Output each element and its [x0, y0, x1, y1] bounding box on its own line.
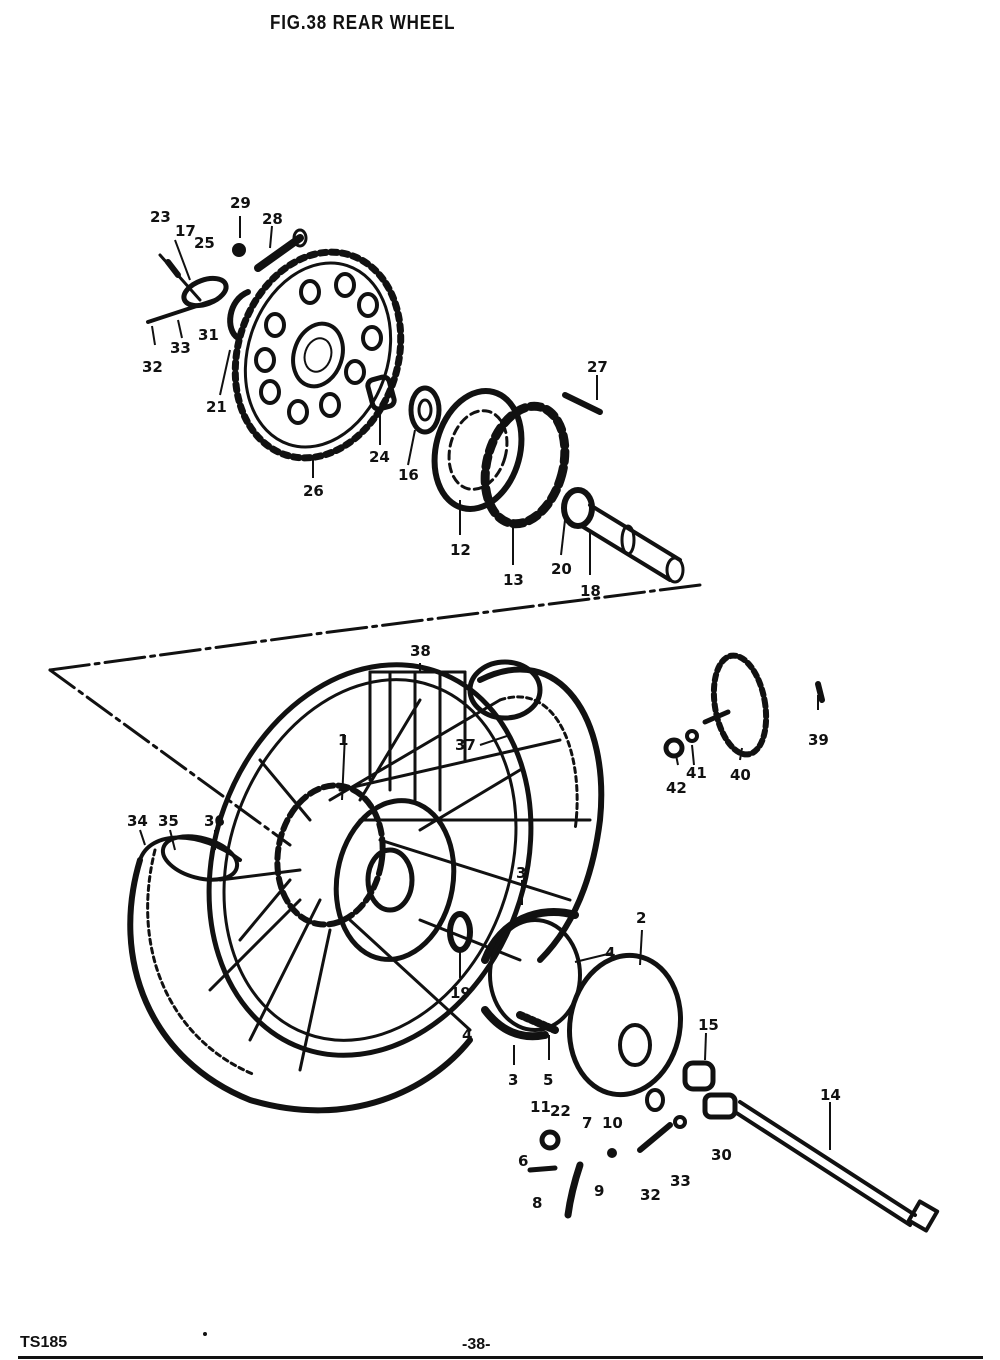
callout-9: 9: [594, 1182, 604, 1200]
callout-3-bottom: 3: [508, 1071, 518, 1089]
callout-26: 26: [303, 482, 324, 500]
callout-38: 38: [410, 642, 431, 660]
callout-7: 7: [582, 1114, 592, 1132]
callout-39: 39: [808, 731, 829, 749]
callout-21: 21: [206, 398, 227, 416]
callout-24: 24: [369, 448, 390, 466]
callout-2: 2: [636, 909, 646, 927]
callout-16: 16: [398, 466, 419, 484]
callout-29: 29: [230, 194, 251, 212]
callout-25: 25: [194, 234, 215, 252]
callout-32: 32: [142, 358, 163, 376]
sprocket-drawing: [231, 248, 405, 462]
callout-4-left: 4: [462, 1026, 472, 1044]
callout-4-right: 4: [605, 944, 615, 962]
footer-rule: [18, 1356, 983, 1359]
callout-33: 33: [170, 339, 191, 357]
callout-12: 12: [450, 541, 471, 559]
callout-23: 23: [150, 208, 171, 226]
callout-20: 20: [551, 560, 572, 578]
callout-15: 15: [698, 1016, 719, 1034]
callout-3-top: 3: [516, 864, 526, 882]
callout-31: 31: [198, 326, 219, 344]
callout-33-lower: 33: [670, 1172, 691, 1190]
callout-11: 11: [530, 1098, 551, 1116]
callout-22: 22: [550, 1102, 571, 1120]
callout-18: 18: [580, 582, 601, 600]
callout-1: 1: [338, 731, 348, 749]
model-code: TS185: [20, 1334, 68, 1351]
callout-32-lower: 32: [640, 1186, 661, 1204]
callout-34: 34: [127, 812, 148, 830]
callout-6: 6: [518, 1152, 528, 1170]
callout-13: 13: [503, 571, 524, 589]
callout-40: 40: [730, 766, 751, 784]
callout-17: 17: [175, 222, 196, 240]
figure-title: FIG.38 REAR WHEEL: [270, 12, 456, 34]
callout-8: 8: [532, 1194, 542, 1212]
callout-27: 27: [587, 358, 608, 376]
scan-dot: [203, 1332, 207, 1336]
callout-19: 19: [450, 984, 471, 1002]
callout-42: 42: [666, 779, 687, 797]
callout-30: 30: [711, 1146, 732, 1164]
page-number: -38-: [462, 1336, 491, 1353]
callout-36: 36: [204, 812, 225, 830]
callout-37: 37: [455, 736, 476, 754]
callout-28: 28: [262, 210, 283, 228]
callout-41: 41: [686, 764, 707, 782]
callout-5: 5: [543, 1071, 553, 1089]
callout-35: 35: [158, 812, 179, 830]
callout-14: 14: [820, 1086, 841, 1104]
callout-10: 10: [602, 1114, 623, 1132]
